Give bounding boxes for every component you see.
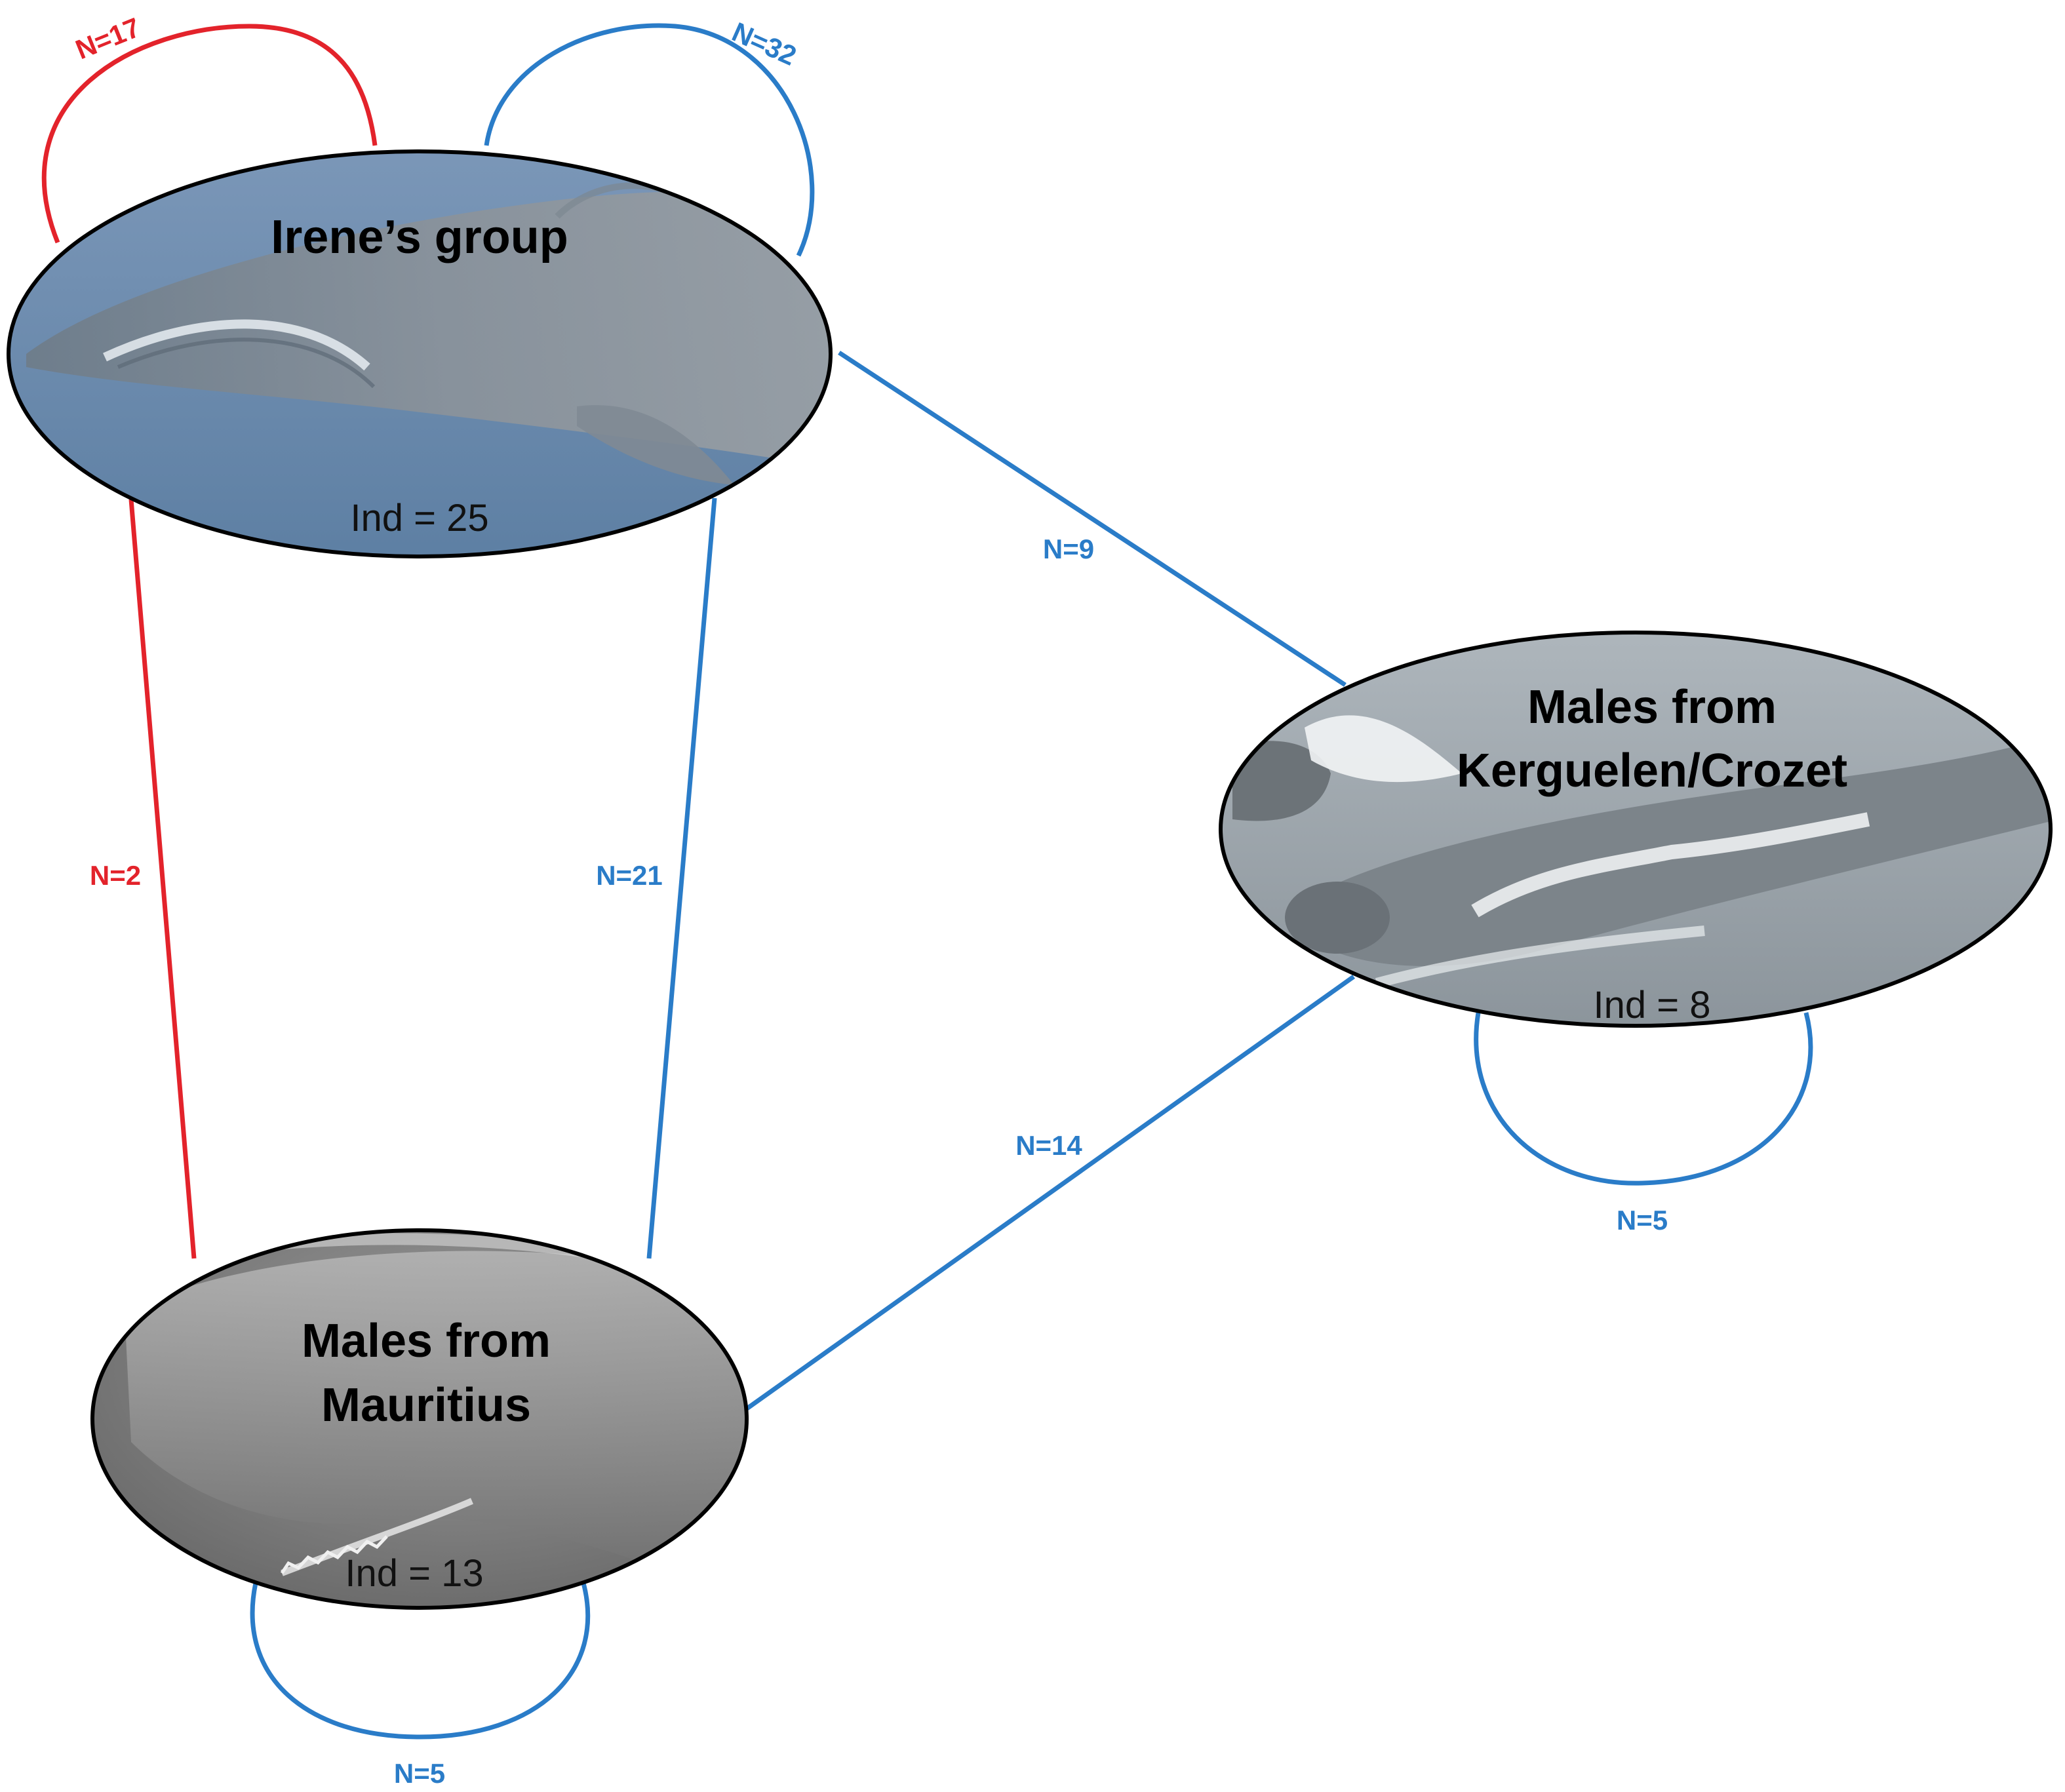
label-irene-mauritius-blue: N=21 [596,860,663,891]
edge-irene-self-red [41,24,378,244]
node-males-kerguelen: Males from Kerguelen/Crozet Ind = 8 [1219,631,2053,1028]
irene-outline [7,149,833,558]
mauritius-title-line1: Males from [302,1315,551,1367]
node-irene-group: Irene’s group Ind = 25 [7,149,833,558]
irene-count: Ind = 25 [350,497,488,539]
irene-title: Irene’s group [271,211,568,263]
label-irene-mauritius-red: N=2 [90,860,141,891]
label-kerguelen-self-blue: N=5 [1617,1205,1668,1236]
node-males-mauritius: Males from Mauritius Ind = 13 [90,1228,749,1610]
mauritius-outline [90,1228,749,1610]
kerguelen-photo [1221,633,2051,1026]
edge-mauritius-self-blue [250,1582,591,1740]
edge-irene-mauritius-red [128,499,197,1259]
kerguelen-title-line2: Kerguelen/Crozet [1457,745,1847,797]
label-irene-kerguelen-blue: N=9 [1043,534,1094,564]
label-irene-self-red: N=17 [71,12,145,66]
edge-irene-mauritius-blue [646,497,717,1259]
label-mauritius-kerguelen-blue: N=14 [1015,1130,1082,1161]
label-irene-self-blue: N=32 [728,16,801,71]
edge-kerguelen-self-blue [1474,1012,1813,1186]
edge-irene-self-blue [484,23,815,257]
label-mauritius-self-blue: N=5 [394,1758,445,1789]
kerguelen-title-line1: Males from [1527,681,1777,733]
kerguelen-count: Ind = 8 [1594,984,1711,1026]
kerguelen-outline [1219,631,2053,1028]
edge-irene-kerguelen-blue [838,351,1347,687]
mauritius-title-line2: Mauritius [321,1379,531,1432]
edge-mauritius-kerguelen-blue [744,975,1356,1411]
edges-layer [41,23,1813,1740]
irene-photo [9,151,831,556]
mauritius-count: Ind = 13 [345,1552,483,1595]
